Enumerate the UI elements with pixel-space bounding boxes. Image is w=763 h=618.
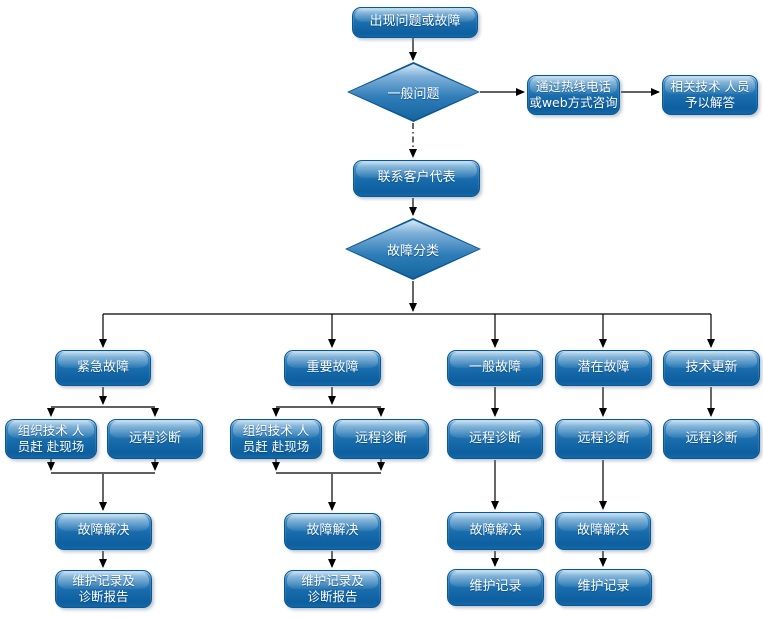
flow-node-general-fault: 一般故障: [447, 350, 543, 386]
node-label: 故障解决: [469, 522, 522, 538]
flow-node-dispatch-team-1: 组织技术 人 员赶 赴现场: [5, 419, 97, 459]
node-label: 组织技术 人: [17, 423, 85, 439]
node-label: 故障分类: [386, 243, 439, 259]
flow-node-fault-resolved-1: 故障解决: [55, 513, 152, 550]
node-label: 一般故障: [468, 359, 521, 375]
flow-node-remote-diagnosis-2: 远程诊断: [333, 419, 429, 459]
flow-node-remote-diagnosis-3: 远程诊断: [447, 419, 543, 459]
flow-node-expert-answer: 相关技术 人员 予以解答: [662, 75, 758, 115]
node-label: 远程诊断: [354, 430, 407, 446]
flow-node-remote-diagnosis-5: 远程诊断: [663, 419, 760, 459]
flow-node-maintenance-report-2: 维护记录及 诊断报告: [284, 570, 381, 608]
node-label: 员赶 赴现场: [17, 439, 85, 454]
node-label: 重要故障: [306, 359, 359, 375]
flow-node-fault-resolved-2: 故障解决: [284, 513, 381, 550]
flow-node-remote-diagnosis-1: 远程诊断: [107, 419, 203, 459]
flow-node-maintenance-record-4: 维护记录: [555, 569, 652, 606]
node-label: 或web方式咨询: [529, 95, 618, 110]
node-label: 诊断报告: [307, 589, 358, 604]
flow-node-fault-resolved-3: 故障解决: [447, 512, 544, 550]
node-label: 出现问题或故障: [369, 14, 461, 30]
node-label: 远程诊断: [577, 430, 630, 446]
node-label: 组织技术 人: [242, 423, 310, 439]
flow-node-fault-classify: 故障分类: [345, 218, 481, 280]
node-label: 技术更新: [685, 359, 738, 375]
node-label: 通过热线电话: [535, 79, 611, 95]
flow-node-dispatch-team-2: 组织技术 人 员赶 赴现场: [230, 419, 322, 459]
node-label: 潜在故障: [577, 359, 630, 375]
node-label: 远程诊断: [468, 430, 521, 446]
flow-node-important-fault: 重要故障: [284, 350, 381, 386]
node-label: 故障解决: [576, 522, 629, 538]
node-label: 维护记录及: [301, 573, 364, 589]
node-label: 远程诊断: [128, 430, 181, 446]
flow-node-fault-resolved-4: 故障解决: [555, 512, 651, 550]
node-label: 维护记录: [469, 579, 522, 595]
flow-node-general-question: 一般问题: [347, 62, 480, 122]
flow-node-urgent-fault: 紧急故障: [55, 350, 151, 386]
flow-node-maintenance-record-3: 维护记录: [447, 569, 544, 606]
node-label: 维护记录: [577, 579, 630, 595]
node-label: 员赶 赴现场: [242, 439, 310, 454]
node-label: 紧急故障: [76, 359, 129, 375]
node-label: 远程诊断: [685, 430, 738, 446]
flow-node-start: 出现问题或故障: [352, 7, 478, 38]
node-label: 相关技术 人员: [670, 79, 750, 95]
flow-node-hotline: 通过热线电话 或web方式咨询: [527, 75, 620, 115]
node-label: 予以解答: [684, 95, 735, 110]
flow-node-remote-diagnosis-4: 远程诊断: [555, 419, 652, 459]
flow-node-tech-update: 技术更新: [663, 350, 760, 386]
flow-node-potential-fault: 潜在故障: [555, 350, 652, 386]
node-label: 诊断报告: [78, 589, 129, 604]
node-label: 一般问题: [387, 86, 440, 102]
node-label: 联系客户代表: [377, 170, 456, 186]
node-label: 故障解决: [77, 523, 130, 539]
node-label: 维护记录及: [72, 573, 135, 589]
node-label: 故障解决: [306, 523, 359, 539]
flow-node-contact-rep: 联系客户代表: [353, 160, 480, 197]
flow-node-maintenance-report-1: 维护记录及 诊断报告: [55, 570, 152, 608]
